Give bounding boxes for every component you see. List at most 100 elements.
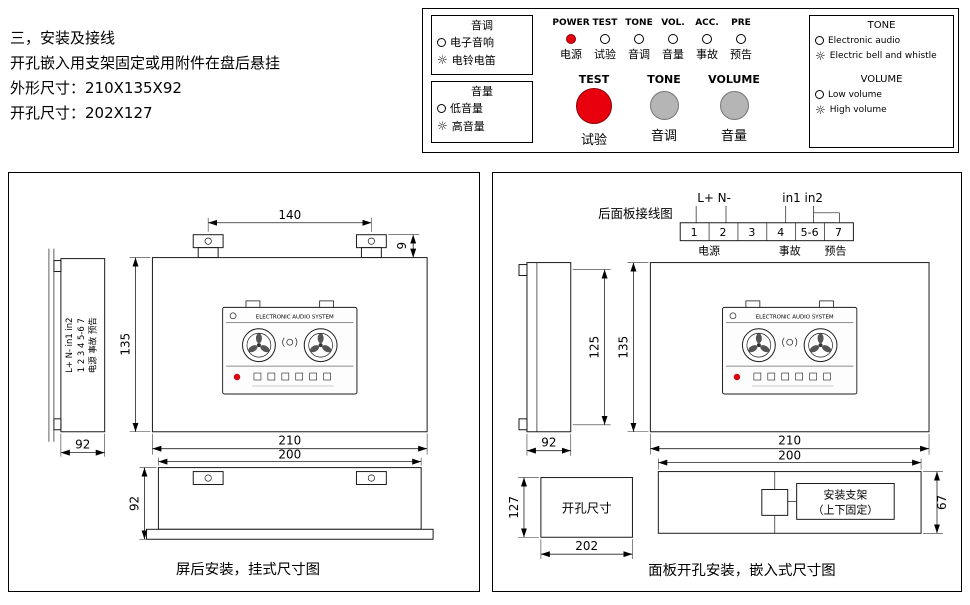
indicator-prewarn-zh: 预告 — [730, 48, 752, 61]
dim-bracket-span-140: 140 — [278, 208, 301, 222]
volume-en-option-high: ☼ High volume — [815, 102, 948, 117]
terminal-cell-7: 7 — [835, 226, 842, 239]
tone-option-bell: ☼ 电铃电笛 — [437, 51, 527, 69]
dim-height-135: 135 — [616, 336, 630, 359]
cutout-label: 开孔尺寸 — [562, 500, 612, 515]
volume-en-option-low-label: Low volume — [828, 89, 882, 100]
left-front-view: 135 210 — [119, 257, 428, 455]
terminal-cell-3: 3 — [748, 226, 755, 239]
volume-en-option-high-label: High volume — [829, 104, 887, 115]
lamp-off-icon — [815, 36, 824, 45]
side-terminal-numbers: 1 2 3 4 5-6 7 — [76, 318, 86, 372]
dim-hook-9: 9 — [395, 242, 409, 250]
lamp-off-icon — [437, 37, 446, 47]
volume-option-high-label: 高音量 — [451, 120, 485, 133]
right-side-view: 125 92 — [518, 262, 611, 456]
dim-depth-92: 92 — [541, 436, 556, 450]
indicator-volume-zh: 音量 — [662, 48, 684, 61]
drawing-flush-installation: 后面板接线图 L+ N- in1 in2 1 2 3 4 — [492, 172, 962, 592]
left-side-view: L+ N- in1 in2 1 2 3 4 5-6 7 电源 事故 预告 92 — [48, 248, 106, 457]
indicator-test-zh: 试验 — [594, 48, 616, 61]
lamp-on-icon: ☼ — [815, 48, 826, 63]
volume-button-en: VOLUME — [708, 73, 760, 86]
english-options-box: TONE Electronic audio ☼ Electric bell an… — [809, 15, 954, 148]
indicator-row: POWER 电源 TEST 试验 TONE 音调 VOL. 音量 ACC. — [552, 18, 758, 62]
tone-en-option-electronic-label: Electronic audio — [828, 35, 901, 46]
tone-button-zh: 音调 — [650, 129, 677, 144]
dim-inner-height-125: 125 — [588, 336, 602, 359]
power-led-icon — [566, 34, 576, 44]
volume-button-zh: 音量 — [720, 129, 747, 144]
terminal-cell-4: 4 — [777, 226, 784, 239]
terminal-name-power: 电源 — [698, 244, 720, 258]
lamp-on-icon: ☼ — [437, 53, 448, 67]
dim-body-width-200: 200 — [278, 448, 301, 462]
indicator-prewarn: PRE 预告 — [724, 18, 758, 62]
volume-led-icon — [668, 34, 678, 44]
terminal-name-accident: 事故 — [779, 244, 801, 258]
right-front-view: 135 210 — [616, 262, 930, 455]
volume-button-group: VOLUME 音量 — [706, 73, 762, 148]
tone-group-title: 音调 — [471, 19, 493, 32]
lamp-on-icon: ☼ — [437, 119, 448, 133]
tone-button-en: TONE — [647, 73, 681, 86]
hanging-brackets: 140 9 — [192, 208, 420, 259]
drawing-hanging-installation: ELECTRONIC AUDIO SYSTEM — [8, 172, 480, 592]
terminal-power-pair-label: L+ N- — [697, 191, 731, 205]
dim-bracket-height-67: 67 — [935, 495, 949, 510]
volume-option-low-label: 低音量 — [450, 102, 483, 115]
right-bottom-view: 200 安装支架 （上下固定） 67 — [657, 449, 949, 534]
volume-en-option-low: Low volume — [815, 87, 948, 102]
rear-wiring-label: 后面板接线图 — [598, 206, 673, 221]
left-drawing-caption: 屏后安装，挂式尺寸图 — [176, 561, 320, 578]
prewarn-led-icon — [736, 34, 746, 44]
indicator-volume: VOL. 音量 — [656, 18, 690, 62]
indicator-accident-zh: 事故 — [696, 48, 718, 61]
cutout-size-box: 开孔尺寸 127 202 — [507, 477, 633, 560]
indicator-power: POWER 电源 — [552, 18, 590, 62]
test-led-icon — [600, 34, 610, 44]
indicator-power-en: POWER — [552, 18, 590, 28]
test-button-zh: 试验 — [580, 133, 607, 148]
side-terminal-labels: L+ N- in1 in2 — [64, 318, 74, 373]
dim-height-135: 135 — [119, 333, 133, 356]
right-drawing-caption: 面板开孔安装，嵌入式尺寸图 — [648, 562, 836, 579]
test-button-group: TEST 试验 — [566, 73, 622, 148]
volume-group-en-title: VOLUME — [860, 74, 903, 85]
indicator-test-en: TEST — [592, 18, 618, 28]
intro-line-2: 开孔嵌入用支架固定或用附件在盘后悬挂 — [10, 54, 281, 72]
tone-en-option-bell-label: Electric bell and whistle — [829, 50, 937, 61]
tone-option-electronic: 电子音响 — [437, 33, 527, 51]
lamp-off-icon — [815, 90, 824, 99]
volume-option-low: 低音量 — [437, 99, 527, 117]
indicator-accident-en: ACC. — [695, 18, 719, 28]
dim-body-width-200: 200 — [778, 449, 801, 463]
tone-button-group: TONE 音调 — [636, 73, 692, 148]
indicator-tone-en: TONE — [625, 18, 653, 28]
side-terminal-names: 电源 事故 预告 — [88, 317, 98, 373]
tone-led-icon — [634, 34, 644, 44]
indicator-power-zh: 电源 — [560, 48, 582, 61]
volume-group-box: 音量 低音量 ☼ 高音量 — [431, 81, 533, 143]
control-panel: 音调 电子音响 ☼ 电铃电笛 音量 低音量 ☼ 高音量 POWER — [422, 8, 959, 153]
indicator-tone-zh: 音调 — [628, 48, 650, 61]
volume-group-title: 音量 — [471, 85, 493, 98]
lamp-off-icon — [437, 103, 446, 113]
terminal-name-prewarn: 预告 — [825, 245, 847, 258]
dim-width-210: 210 — [278, 434, 301, 448]
indicator-accident: ACC. 事故 — [690, 18, 724, 62]
volume-option-high: ☼ 高音量 — [437, 117, 527, 135]
device-face-front — [222, 300, 358, 395]
tone-button — [649, 91, 679, 120]
indicator-volume-en: VOL. — [661, 18, 685, 28]
dim-side-depth-92: 92 — [75, 438, 90, 452]
dim-width-210: 210 — [778, 434, 801, 448]
indicator-tone: TONE 音调 — [622, 18, 656, 62]
accident-led-icon — [702, 34, 712, 44]
intro-line-3: 外形尺寸：210X135X92 — [10, 79, 182, 97]
test-button-en: TEST — [578, 73, 610, 86]
intro-line-1: 三，安装及接线 — [10, 29, 116, 47]
intro-text: 三，安装及接线 开孔嵌入用支架固定或用附件在盘后悬挂 外形尺寸：210X135X… — [10, 26, 280, 126]
terminal-cell-5-6: 5-6 — [801, 226, 819, 239]
tone-en-option-bell: ☼ Electric bell and whistle — [815, 48, 948, 63]
